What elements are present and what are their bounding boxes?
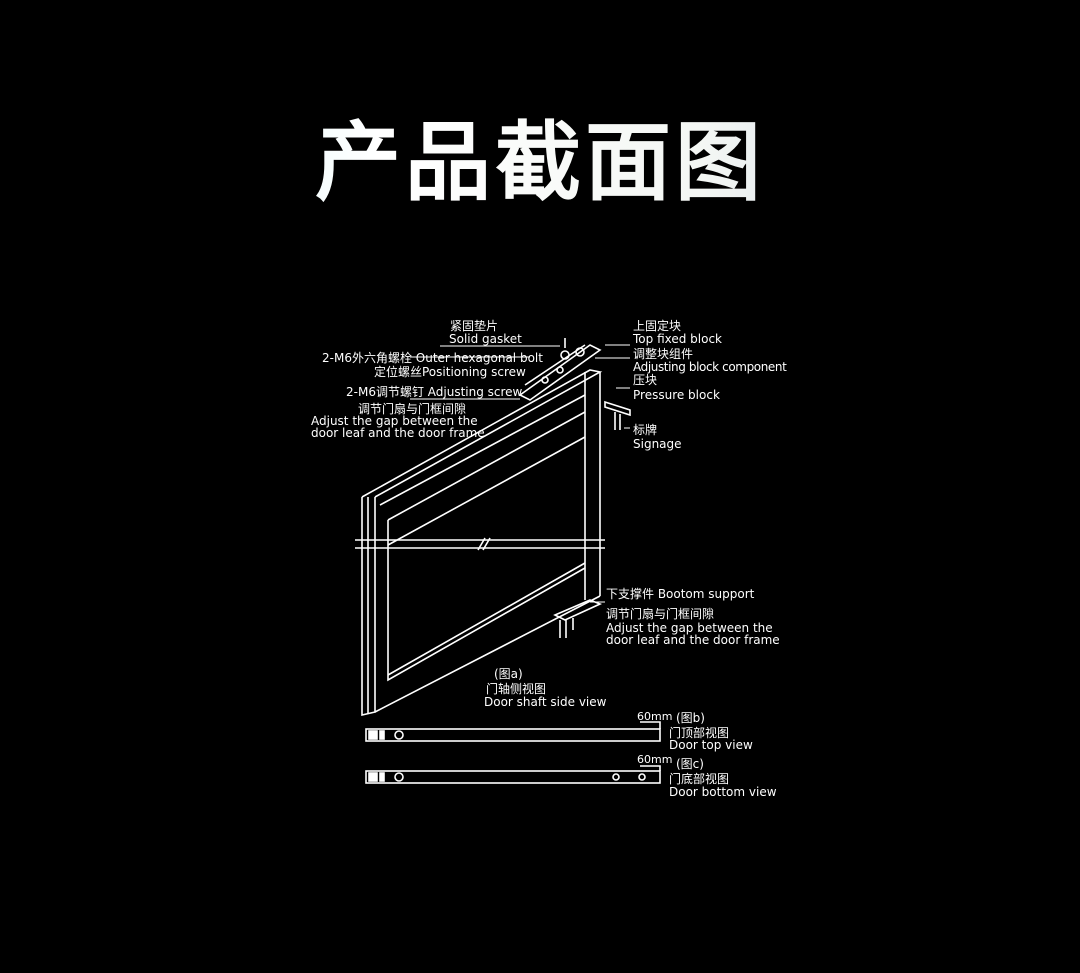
top-fixed-block-label-en: Top fixed block [633, 332, 723, 346]
adjust-gap-label-en1: Adjust the gap between the [311, 414, 478, 428]
top-view-bar [365, 721, 661, 742]
signage-label-cn: 标牌 [633, 423, 658, 437]
fig-c-label-en: Door bottom view [669, 785, 777, 799]
adjust-gap-label-cn: 调节门扇与门框间隙 [358, 402, 467, 416]
bottom-hardware [553, 599, 603, 638]
bottom-view-dimension: 60mm [637, 753, 673, 766]
adjust-gap-label-en2: door leaf and the door frame [311, 426, 485, 440]
door-frame-drawing [355, 369, 605, 717]
top-fixed-block-label-cn: 上固定块 [633, 319, 682, 333]
bottom-gap-label-en1: Adjust the gap between the [606, 621, 773, 635]
leader-lines [410, 344, 630, 603]
fig-c-label-cn: 门底部视图 [669, 772, 730, 786]
fig-a-label-en: Door shaft side view [484, 695, 607, 709]
page-title: 产品截面图 [0, 92, 1080, 217]
fig-a-label-cn: 门轴侧视图 [486, 682, 547, 696]
signage-label-en: Signage [633, 437, 682, 451]
top-hardware [518, 338, 631, 430]
positioning-screw-label: 定位螺丝Positioning screw [374, 365, 526, 379]
outer-bolt-label: 2-M6外六角螺栓 Outer hexagonal bolt [322, 351, 543, 365]
fig-b-label-cn: 门顶部视图 [669, 726, 730, 740]
fig-c-label: (图c) [676, 757, 704, 771]
fig-b-label: (图b) [676, 711, 705, 725]
bottom-view-bar [365, 765, 661, 784]
bottom-gap-label-en2: door leaf and the door frame [606, 633, 780, 647]
adjusting-block-label-en: Adjusting block component [633, 360, 787, 374]
bottom-gap-label-cn: 调节门扇与门框间隙 [606, 607, 715, 621]
fig-b-label-en: Door top view [669, 738, 753, 752]
solid-gasket-label-en: Solid gasket [449, 332, 522, 346]
fig-a-label: (图a) [494, 667, 523, 681]
adjusting-screw-label: 2-M6调节螺钉 Adjusting screw [346, 385, 523, 399]
bottom-support-label: 下支撑件 Bootom support [606, 587, 755, 601]
pressure-block-label-en: Pressure block [633, 388, 720, 402]
solid-gasket-label-cn: 紧固垫片 [450, 319, 499, 333]
top-view-dimension: 60mm [637, 710, 673, 723]
pressure-block-label-cn: 压块 [633, 373, 658, 387]
adjusting-block-label-cn: 调整块组件 [633, 347, 694, 361]
